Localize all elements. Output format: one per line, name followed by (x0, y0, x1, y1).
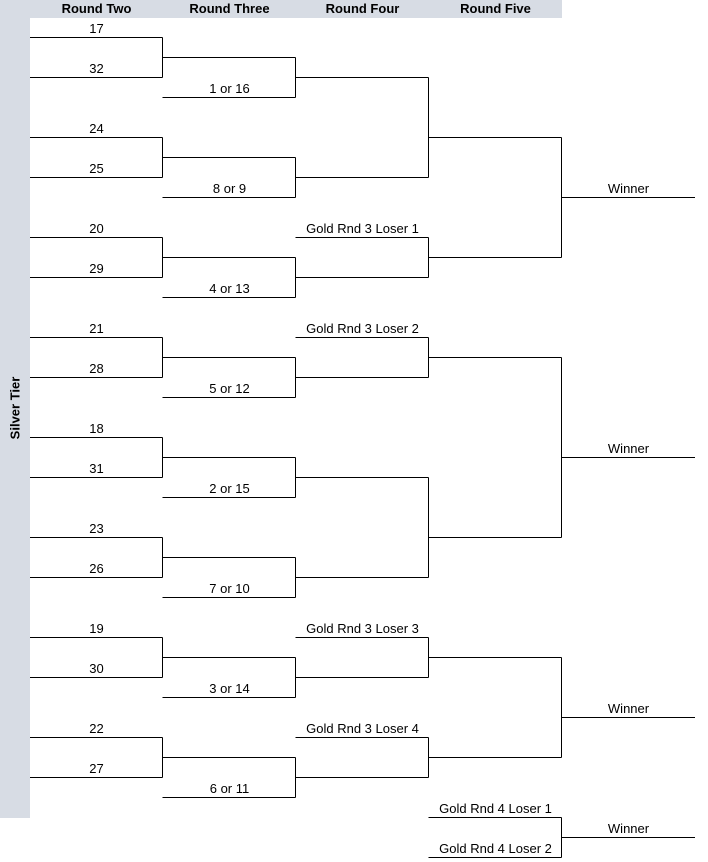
round-three-seed: 2 or 15 (209, 481, 250, 496)
round-two-team: 29 (89, 261, 104, 276)
round-two-team: 19 (89, 621, 104, 636)
round-three-seed: 3 or 14 (209, 681, 250, 696)
round-two-team: 23 (89, 521, 104, 536)
round-three-seed: 4 or 13 (209, 281, 250, 296)
round-three-seed: 7 or 10 (209, 581, 250, 596)
round-three-seed: 5 or 12 (209, 381, 250, 396)
round-three-seed: 8 or 9 (212, 181, 247, 196)
round-two-team: 20 (89, 221, 104, 236)
round-three-seed: 1 or 16 (209, 81, 250, 96)
header-round-three: Round Three (189, 1, 270, 16)
round-four-gold-loser: Gold Rnd 3 Loser 1 (306, 221, 419, 236)
round-five-gold-loser: Gold Rnd 4 Loser 1 (439, 801, 552, 816)
winner-label: Winner (607, 701, 650, 716)
round-two-team: 21 (89, 321, 104, 336)
winner-label: Winner (607, 821, 650, 836)
header-round-five: Round Five (460, 1, 531, 16)
round-two-team: 17 (89, 21, 104, 36)
winner-label: Winner (607, 441, 650, 456)
round-four-gold-loser: Gold Rnd 3 Loser 3 (306, 621, 419, 636)
round-five-gold-loser: Gold Rnd 4 Loser 2 (439, 841, 552, 856)
round-two-team: 26 (89, 561, 104, 576)
round-two-team: 32 (89, 61, 104, 76)
round-two-team: 25 (89, 161, 104, 176)
round-two-team: 30 (89, 661, 104, 676)
header-round-four: Round Four (325, 1, 400, 16)
silver-tier-sidebar: Silver Tier (0, 0, 30, 818)
round-three-seed: 6 or 11 (209, 781, 250, 796)
round-two-team: 24 (89, 121, 104, 136)
round-two-team: 18 (89, 421, 104, 436)
round-two-team: 28 (89, 361, 104, 376)
round-four-gold-loser: Gold Rnd 3 Loser 2 (306, 321, 419, 336)
round-four-gold-loser: Gold Rnd 3 Loser 4 (306, 721, 419, 736)
round-two-team: 31 (89, 461, 104, 476)
round-two-team: 27 (89, 761, 104, 776)
round-header: Round Two Round Three Round Four Round F… (30, 0, 562, 18)
winner-label: Winner (607, 181, 650, 196)
header-round-two: Round Two (61, 1, 132, 16)
round-two-team: 22 (89, 721, 104, 736)
